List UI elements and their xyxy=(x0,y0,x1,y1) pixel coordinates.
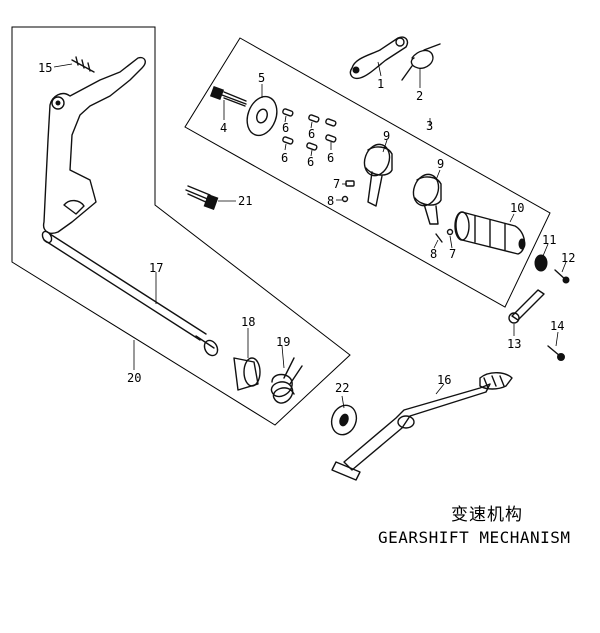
callout-6b: 6 xyxy=(308,127,315,141)
part-small-pin-upper xyxy=(341,180,355,203)
part-small-pin-lower xyxy=(435,228,454,243)
callout-19: 19 xyxy=(276,335,290,349)
callout-7b: 7 xyxy=(449,247,456,261)
callout-11: 11 xyxy=(542,233,556,247)
callout-9b: 9 xyxy=(437,157,444,171)
part-star-wheel xyxy=(534,254,548,272)
part-spring-top xyxy=(401,43,441,81)
part-cam-plate xyxy=(246,95,278,137)
part-spring-pin xyxy=(71,56,95,73)
callout-numbers: 1 2 3 4 5 6 6 6 6 6 6 7 7 8 8 9 9 10 11 … xyxy=(38,61,575,395)
callout-17: 17 xyxy=(149,261,163,275)
part-shift-shaft-assembly xyxy=(41,56,219,357)
callout-16: 16 xyxy=(437,373,451,387)
part-stud xyxy=(185,185,219,210)
shift-drum-assembly-frame xyxy=(184,37,551,308)
callout-18: 18 xyxy=(241,315,255,329)
part-bushing xyxy=(233,357,261,391)
leader-lines xyxy=(53,61,567,409)
callout-14: 14 xyxy=(550,319,564,333)
callout-3: 3 xyxy=(426,119,433,133)
part-shift-arm xyxy=(349,36,409,80)
part-shift-fork-1 xyxy=(363,143,393,207)
callout-4: 4 xyxy=(220,121,227,135)
callout-8b: 8 xyxy=(430,247,437,261)
callout-6a: 6 xyxy=(282,121,289,135)
diagram-title-english: GEARSHIFT MECHANISM xyxy=(378,528,571,547)
part-shift-drum xyxy=(454,211,526,255)
part-bolt-4 xyxy=(209,85,247,107)
part-bolt-14 xyxy=(547,345,565,361)
part-return-spring xyxy=(270,357,303,404)
callout-6d: 6 xyxy=(281,151,288,165)
callout-6e: 6 xyxy=(307,155,314,169)
shift-lever-assembly-frame xyxy=(11,26,351,426)
diagram-title-chinese: 变速机构 xyxy=(451,505,523,525)
callout-9a: 9 xyxy=(383,129,390,143)
callout-5: 5 xyxy=(258,71,265,85)
callout-20: 20 xyxy=(127,371,141,385)
callout-15: 15 xyxy=(38,61,52,75)
part-screw-12 xyxy=(554,269,570,284)
callout-12: 12 xyxy=(561,251,575,265)
callout-10: 10 xyxy=(510,201,524,215)
callout-6c: 6 xyxy=(327,151,334,165)
part-gearshift-pedal xyxy=(331,372,513,481)
callout-8a: 8 xyxy=(327,194,334,208)
part-oil-seal xyxy=(330,404,358,436)
callout-21: 21 xyxy=(238,194,252,208)
part-pins xyxy=(282,108,337,151)
part-stopper-arm xyxy=(508,289,545,324)
part-shift-fork-2 xyxy=(412,173,442,225)
callout-13: 13 xyxy=(507,337,521,351)
callout-1: 1 xyxy=(377,77,384,91)
callout-7a: 7 xyxy=(333,177,340,191)
callout-22: 22 xyxy=(335,381,349,395)
callout-2: 2 xyxy=(416,89,423,103)
